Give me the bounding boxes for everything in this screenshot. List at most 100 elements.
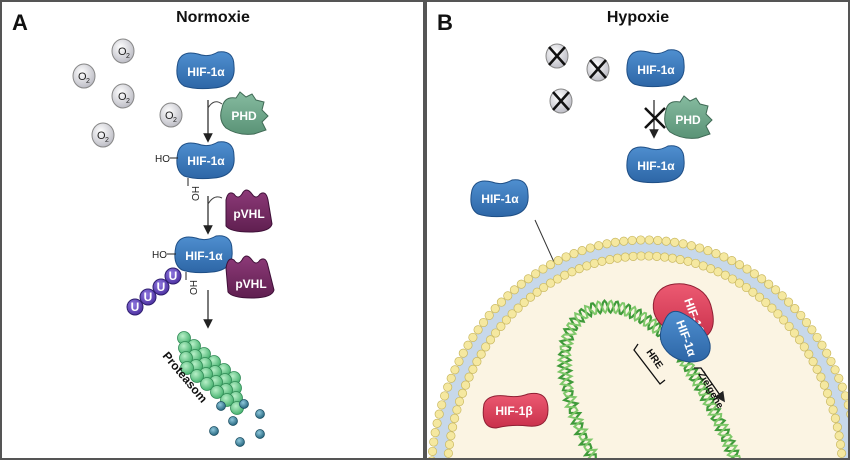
lipid-head (784, 321, 794, 331)
lipid-head (808, 357, 818, 367)
lipid-head (472, 357, 482, 367)
lipid-head (678, 239, 688, 249)
proteasome-subunit (180, 361, 194, 375)
lipid-head (461, 380, 471, 390)
lipid-head (773, 309, 783, 319)
lipid-head (801, 317, 812, 328)
hif1a-ubiquitinated: HIF-1α HO HO (152, 235, 233, 295)
pvhl-protein: pVHL (225, 189, 273, 233)
hre-bracket (633, 343, 666, 385)
lipid-head (779, 315, 789, 325)
lipid-head (602, 239, 612, 249)
lipid-head (491, 328, 501, 338)
lipid-head (478, 317, 489, 328)
pvhl-protein: pVHL (225, 255, 275, 299)
proteasome-subunit (200, 377, 214, 391)
lipid-head (481, 342, 491, 352)
lipid-head (429, 437, 439, 447)
lipid-head (513, 303, 523, 313)
lipid-head (711, 249, 721, 259)
lipid-head (434, 409, 444, 419)
peptide-fragment (228, 416, 238, 426)
lipid-head (446, 431, 456, 441)
hif1a-stable: HIF-1α (626, 145, 685, 184)
lipid-head (594, 241, 604, 251)
lipid-head (644, 235, 654, 245)
svg-text:2: 2 (173, 117, 177, 124)
lipid-head (454, 396, 465, 407)
ubiquitin: U (152, 278, 170, 296)
lipid-head (446, 373, 456, 383)
lipid-head (463, 340, 473, 350)
lipid-head (553, 256, 563, 266)
hif1a-hydroxylated: HIF-1α HO HO (155, 141, 235, 201)
lipid-head (754, 292, 765, 302)
lipid-head (490, 304, 500, 314)
svg-text:O: O (97, 130, 106, 142)
lipid-head (612, 253, 623, 263)
lipid-head (501, 315, 511, 325)
ubiquitin: U (164, 267, 182, 285)
peptide-fragment (255, 429, 265, 439)
peptide-fragment (255, 409, 265, 419)
svg-text:U: U (144, 290, 153, 304)
phd-enzyme: PHD (220, 91, 269, 135)
lipid-head (628, 251, 638, 261)
lipid-head (816, 372, 826, 382)
lipid-head (454, 356, 464, 366)
phd-action-curve (207, 101, 223, 109)
lipid-head (473, 325, 483, 335)
crossed-o2 (545, 43, 569, 69)
svg-text:2: 2 (126, 98, 130, 105)
lipid-head (577, 246, 587, 256)
svg-text:PHD: PHD (675, 113, 701, 127)
lipid-head (784, 297, 794, 307)
lipid-head (764, 279, 774, 289)
lipid-head (519, 297, 529, 308)
lipid-head (468, 364, 478, 374)
svg-text:HIF-1β: HIF-1β (495, 404, 532, 418)
lipid-head (748, 287, 758, 297)
lipid-head (670, 237, 680, 247)
lipid-head (789, 328, 799, 338)
lipid-head (444, 439, 455, 450)
lipid-head (727, 274, 737, 284)
phd-enzyme: PHD (664, 95, 713, 139)
lipid-head (777, 291, 787, 301)
lipid-head (713, 267, 723, 277)
lipid-head (464, 372, 474, 382)
peptide-fragment (216, 401, 226, 411)
svg-text:HIF-1α: HIF-1α (187, 154, 225, 168)
svg-text:2: 2 (86, 78, 90, 85)
lipid-head (683, 256, 693, 266)
crossed-o2 (586, 56, 610, 82)
lipid-head (834, 373, 844, 383)
lipid-head (771, 285, 781, 295)
lipid-head (835, 439, 846, 450)
lipid-head (686, 241, 696, 251)
svg-text:HIF-1α: HIF-1α (185, 249, 223, 263)
hif1a-protein: HIF-1α (176, 51, 235, 90)
hif1a-translocating: HIF-1α (470, 179, 529, 218)
svg-text:pVHL: pVHL (235, 277, 266, 291)
lipid-head (532, 287, 542, 297)
lipid-head (660, 252, 670, 262)
proteasome (177, 331, 244, 415)
lipid-head (620, 252, 630, 262)
block-cross-icon (644, 107, 666, 129)
svg-text:2: 2 (126, 53, 130, 60)
lipid-head (636, 235, 646, 245)
lipid-head (503, 291, 513, 301)
svg-text:U: U (131, 300, 140, 314)
lipid-head (619, 236, 629, 246)
lipid-head (448, 422, 458, 432)
lipid-head (840, 391, 848, 401)
svg-text:HIF-1α: HIF-1α (481, 192, 519, 206)
lipid-head (605, 255, 615, 265)
lipid-head (812, 364, 822, 374)
lipid-head (531, 269, 541, 279)
lipid-head (691, 258, 701, 268)
svg-text:O: O (78, 71, 87, 83)
